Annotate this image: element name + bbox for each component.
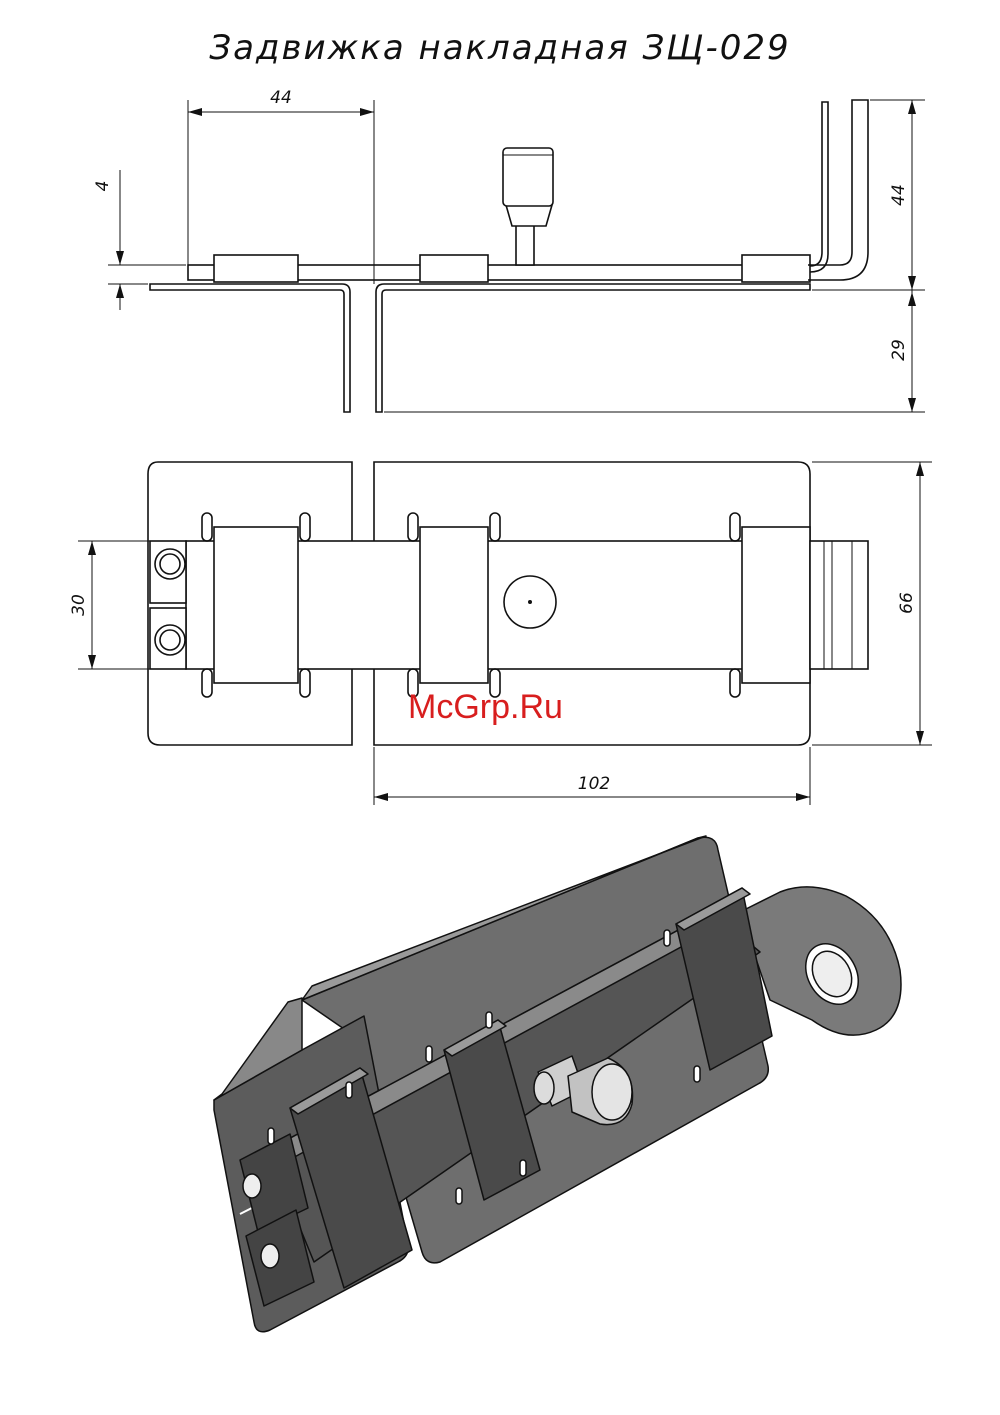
dim-side-top-width: 44 [270,88,292,108]
isometric-view [214,836,901,1332]
dim-side-thickness: 4 [93,181,113,192]
dim-plan-width: 102 [578,774,610,794]
plan-view [78,462,932,805]
dim-side-pin-height: 44 [889,184,909,206]
watermark: McGrp.Ru [408,688,563,727]
dim-plan-height-left: 30 [69,594,89,616]
side-view [108,100,925,412]
dim-plan-height-right: 66 [897,592,917,614]
dim-side-bottom-height: 29 [889,339,909,361]
